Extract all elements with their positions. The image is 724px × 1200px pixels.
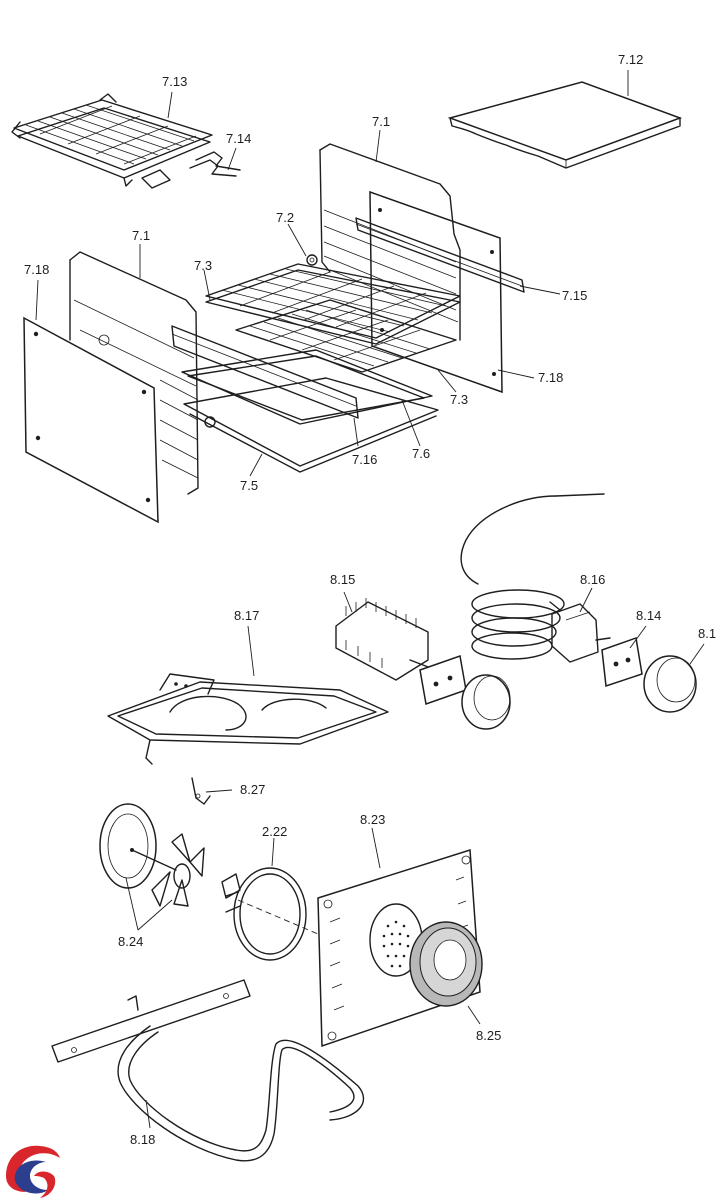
grill-element-8-17 <box>107 673 389 765</box>
label-8-25: 8.25 <box>476 1028 501 1043</box>
element-bracket-8-18 <box>51 979 251 1063</box>
label-7-3-top: 7.3 <box>194 258 212 273</box>
bracket-8-15 <box>419 655 467 705</box>
label-8-27: 8.27 <box>240 782 265 797</box>
fan-nut <box>221 873 241 899</box>
label-8-14: 8.14 <box>636 608 661 623</box>
label-7-2: 7.2 <box>276 210 294 225</box>
label-8-15: 8.15 <box>330 572 355 587</box>
label-7-18-left: 7.18 <box>24 262 49 277</box>
bracket-8-14 <box>601 636 643 688</box>
label-8-17: 8.17 <box>234 608 259 623</box>
label-7-6: 7.6 <box>412 446 430 461</box>
label-7-18-right: 7.18 <box>538 370 563 385</box>
fixing-7-2 <box>306 254 318 266</box>
label-7-14: 7.14 <box>226 131 251 146</box>
tray-7-6 <box>181 349 433 425</box>
label-7-16: 7.16 <box>352 452 377 467</box>
side-runner-7-1-left <box>69 251 199 495</box>
leader-lines <box>35 70 705 1129</box>
wire-shelf-7-13 <box>11 93 213 187</box>
brand-logo <box>6 1145 60 1198</box>
drip-pan-7-5 <box>183 377 439 473</box>
label-8-18: 8.18 <box>130 1132 155 1147</box>
panel-7-12 <box>447 81 683 169</box>
side-panel-7-18-left <box>23 316 159 524</box>
label-7-1-left: 7.1 <box>132 228 150 243</box>
selector-switch-8-15 <box>335 598 437 681</box>
label-7-3-bottom: 7.3 <box>450 392 468 407</box>
part-labels: 7.13 7.14 7.12 7.1 7.2 7.1 7.3 7.18 7.15… <box>24 52 716 1147</box>
label-2-22: 2.22 <box>262 824 287 839</box>
label-7-1-right: 7.1 <box>372 114 390 129</box>
side-runner-7-1-right <box>319 143 461 341</box>
shelf-clips-7-14 <box>141 151 241 189</box>
control-knob-8-15 <box>461 674 511 730</box>
rail-7-16 <box>171 325 359 419</box>
label-8-1: 8.1 <box>698 626 716 641</box>
fan-blade-8-24 <box>151 833 205 907</box>
label-8-16: 8.16 <box>580 572 605 587</box>
label-7-15: 7.15 <box>562 288 587 303</box>
bottom-element-8-18 <box>117 1025 365 1162</box>
thermostat-capillary-8-16 <box>460 493 605 660</box>
label-7-12: 7.12 <box>618 52 643 67</box>
clip-8-27 <box>191 777 211 805</box>
rail-7-15 <box>355 217 525 293</box>
cover-plate-8-25 <box>409 921 483 1007</box>
label-8-24: 8.24 <box>118 934 143 949</box>
label-7-13: 7.13 <box>162 74 187 89</box>
label-8-23: 8.23 <box>360 812 385 827</box>
circular-element-2-22 <box>225 867 307 961</box>
fan-motor-8-24 <box>99 803 177 889</box>
label-7-5: 7.5 <box>240 478 258 493</box>
thermostat-8-16 <box>551 603 611 663</box>
control-knob-8-1 <box>643 655 697 713</box>
